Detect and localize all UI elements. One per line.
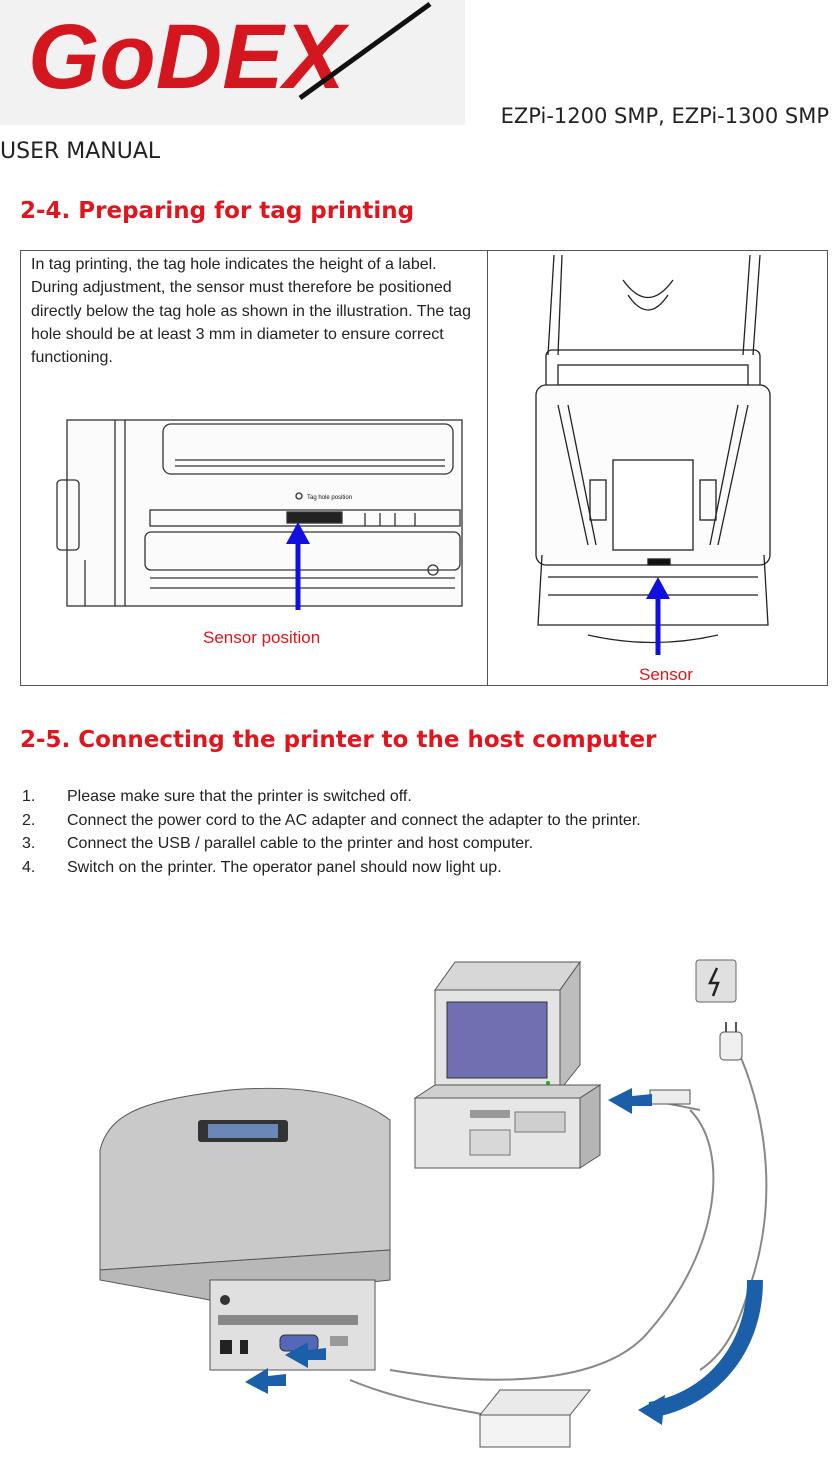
step-text: Please make sure that the printer is swi…	[67, 788, 412, 805]
step-text: Connect the power cord to the AC adapter…	[67, 811, 641, 829]
godex-logo: GoDEX	[0, 0, 465, 125]
tag-printing-table	[20, 250, 828, 686]
sensor-position-label: Sensor position	[203, 628, 321, 647]
ac-adapter-illustration	[478, 1389, 592, 1448]
power-plug-illustration	[719, 1022, 743, 1061]
model-title: EZPi-1200 SMP, EZPi-1300 SMP	[500, 104, 829, 128]
lightning-icon	[708, 967, 720, 997]
parallel-port-arrow	[285, 1342, 326, 1368]
printer-host-connection-illustration	[99, 959, 768, 1448]
sensor-label: Sensor	[639, 665, 693, 684]
step-number: 3.	[22, 835, 36, 852]
manual-title: USER MANUAL	[0, 139, 161, 164]
step-item: 3. Connect the USB / parallel cable to th…	[22, 832, 812, 856]
step-text: Switch on the printer. The operator pane…	[67, 858, 502, 876]
tag-hole-position-label: Tag hole position	[307, 495, 352, 501]
adapter-curved-arrow	[648, 1279, 763, 1418]
section-heading-2-4: 2-4. Preparing for tag printing	[20, 198, 415, 224]
computer-case-illustration	[413, 1084, 602, 1169]
tag-hole-sensor-illustration: Tag hole position	[56, 419, 463, 610]
label-printer-illustration	[99, 1087, 391, 1371]
logo-text: GoDEX	[28, 6, 350, 108]
monitor-illustration	[434, 960, 581, 1092]
step-item: 2. Connect the power cord to the AC adapt…	[22, 809, 812, 833]
computer-connection-arrow	[608, 1088, 652, 1114]
step-number: 1.	[22, 788, 36, 805]
table-divider	[487, 251, 488, 685]
wall-outlet-illustration	[695, 959, 737, 1003]
sensor-arrow	[646, 577, 670, 655]
logo-graphic: GoDEX	[0, 0, 465, 125]
step-item: 4. Switch on the printer. The operator pa…	[22, 856, 812, 880]
sensor-position-arrow	[286, 522, 310, 610]
tag-printing-paragraph: In tag printing, the tag hole indicates …	[31, 256, 471, 367]
step-number: 2.	[22, 811, 36, 829]
usb-connector	[649, 1089, 691, 1105]
step-number: 4.	[22, 858, 36, 876]
power-port-arrow	[245, 1368, 286, 1394]
step-item: 1. Please make sure that the printer is s…	[22, 785, 812, 809]
connection-steps: 1. Please make sure that the printer is s…	[22, 785, 812, 879]
section-heading-2-5: 2-5. Connecting the printer to the host …	[20, 727, 657, 753]
printer-open-sensor-illustration	[535, 255, 771, 655]
step-text: Connect the USB / parallel cable to the …	[67, 835, 534, 852]
